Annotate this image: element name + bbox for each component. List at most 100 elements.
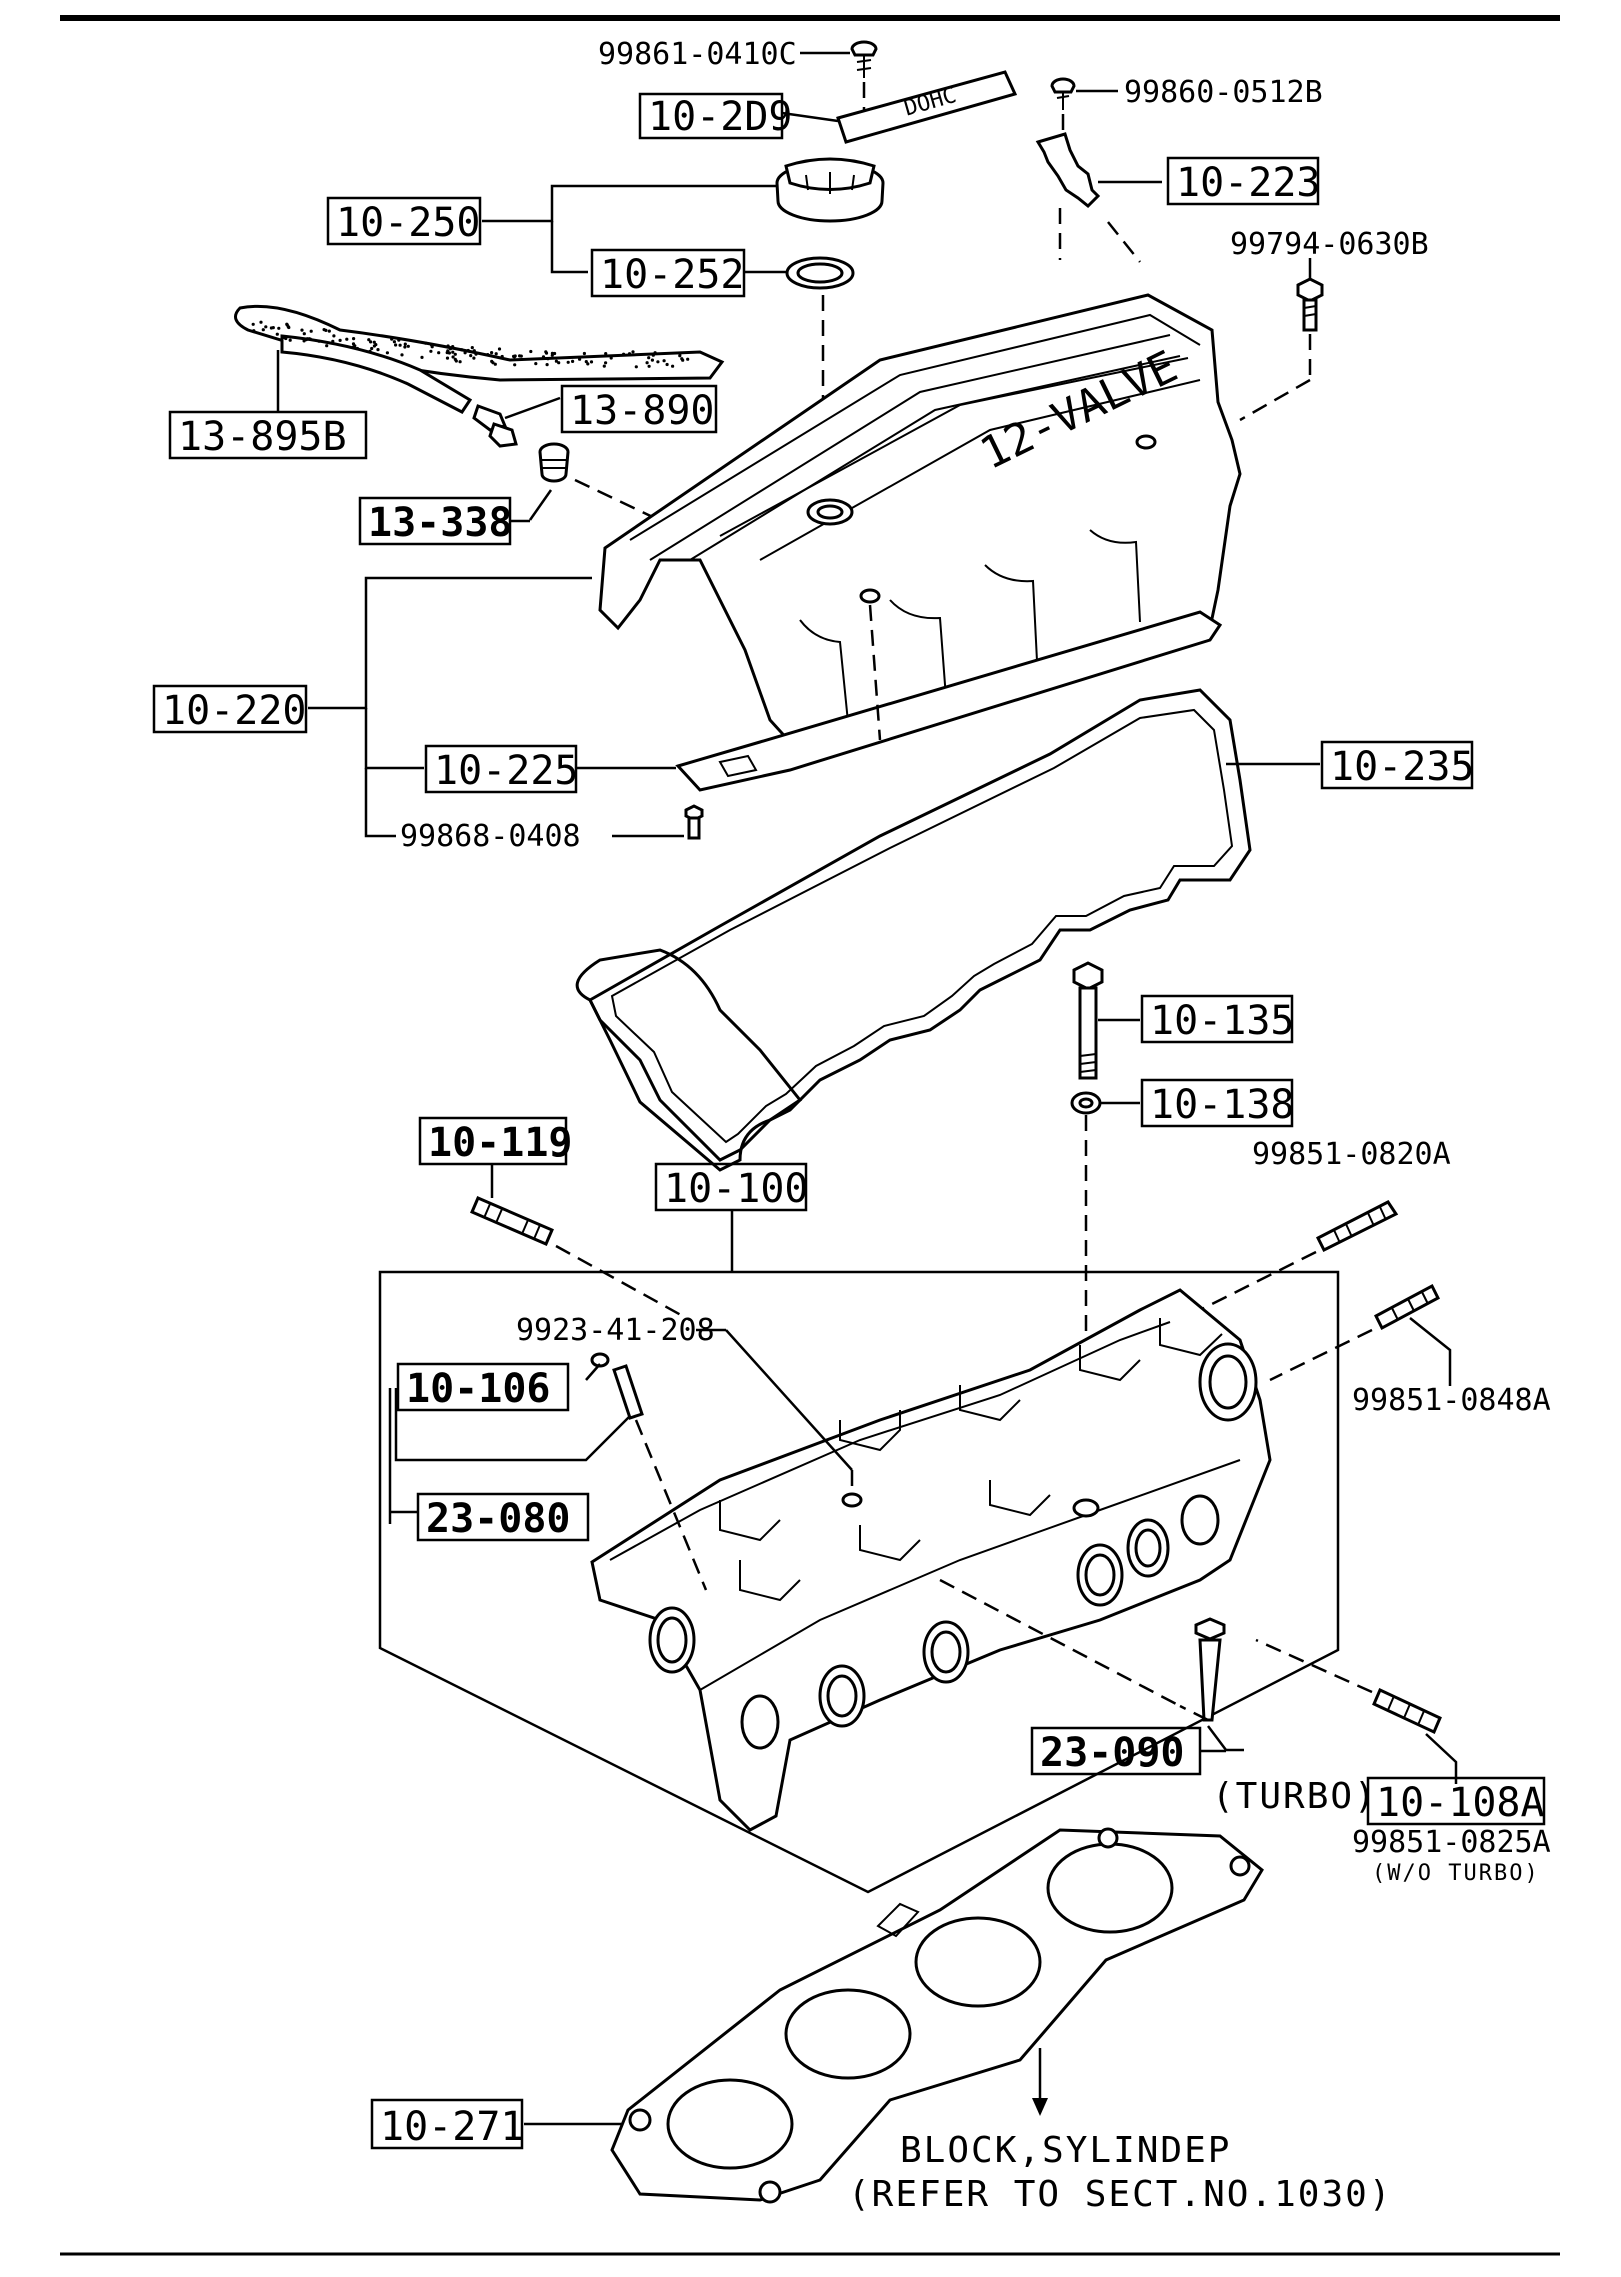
hose-speck (283, 336, 287, 340)
callout-10-119: 10-119 (418, 1116, 573, 1166)
plug-tube-part (1194, 1617, 1226, 1722)
hose-speck (406, 344, 410, 348)
hose-speck (300, 328, 304, 332)
hose-speck (351, 342, 356, 346)
label-wo-turbo: (W/O TURBO) (1372, 1861, 1540, 1886)
hose-speck (277, 326, 281, 330)
hose-speck (656, 360, 660, 364)
hose-speck (490, 351, 494, 355)
cylinder-head-part (590, 1288, 1272, 1832)
stud-99851-0820-part (1315, 1200, 1399, 1253)
hose-speck (472, 356, 476, 360)
callout-10-223: 10-223 (1166, 156, 1321, 206)
hose-speck (686, 357, 690, 361)
label-23-080: 23-080 (426, 1496, 571, 1542)
callout-13-895b: 13-895B (168, 410, 368, 460)
stud-99851-0848-part (1374, 1283, 1440, 1331)
label-10-271: 10-271 (380, 2104, 525, 2150)
hose-speck (458, 360, 462, 364)
hose-speck (671, 364, 675, 368)
label-10-225: 10-225 (434, 748, 579, 794)
label-99861-0410c: 99861-0410C (598, 37, 797, 72)
grommet-part (538, 442, 570, 483)
breather-hose-branch (280, 334, 473, 414)
hose-speck (355, 346, 359, 351)
label-99851-0820a: 99851-0820A (1252, 1137, 1451, 1172)
hose-speck (446, 349, 450, 353)
hose-speck (650, 358, 655, 362)
hose-speck (454, 359, 458, 363)
hose-speck (550, 353, 554, 357)
hose-speck (469, 354, 473, 358)
label-10-220: 10-220 (162, 688, 307, 734)
hose-speck (403, 345, 407, 349)
hose-speck (275, 332, 279, 336)
hose-speck (541, 355, 546, 359)
hose-speck (609, 356, 613, 360)
valve-cover-gasket-outline (588, 688, 1252, 1162)
hose-speck (437, 351, 441, 355)
callout-10-235: 10-235 (1320, 740, 1475, 790)
label-10-106: 10-106 (406, 1366, 551, 1412)
hose-speck (451, 350, 455, 354)
hose-speck (622, 352, 626, 356)
callout-10-2d9: 10-2D9 (638, 92, 793, 140)
hose-speck (544, 351, 549, 355)
oil-filler-cap-part (775, 157, 885, 223)
stud-99868-part (684, 804, 704, 840)
callout-10-252: 10-252 (590, 248, 746, 298)
hose-speck (494, 352, 498, 356)
breather-hose-part (234, 304, 725, 382)
hose-speck (390, 337, 394, 341)
valve-cover-part: 12-VALVE (598, 293, 1242, 792)
hose-speck (653, 351, 657, 355)
hose-speck (463, 351, 467, 355)
hose-speck (518, 354, 522, 358)
label-10-223: 10-223 (1176, 160, 1321, 206)
screw-99860-part (1050, 77, 1076, 110)
hose-speck (662, 359, 666, 363)
hose-speck (451, 345, 455, 349)
stud-99851-0825-part (1372, 1687, 1442, 1735)
callout-10-138: 10-138 (1140, 1078, 1295, 1128)
hose-speck (553, 351, 557, 356)
callout-10-106: 10-106 (396, 1362, 570, 1412)
hose-speck (430, 345, 434, 349)
hose-speck (557, 361, 561, 365)
label-99851-0848a: 99851-0848A (1352, 1383, 1551, 1418)
label-10-119: 10-119 (428, 1120, 573, 1166)
label-13-890: 13-890 (570, 388, 715, 434)
hose-speck (372, 344, 376, 348)
hose-speck (513, 363, 517, 367)
callout-10-100: 10-100 (654, 1162, 809, 1212)
hose-speck (448, 347, 453, 351)
hose-speck (681, 358, 685, 362)
label-10-252: 10-252 (600, 252, 745, 298)
hose-speck (647, 364, 651, 368)
hose-joint-part (472, 404, 518, 448)
hose-speck (571, 359, 575, 363)
hose-speck (589, 360, 594, 364)
label-10-2d9: 10-2D9 (648, 94, 793, 140)
hose-speck (546, 357, 550, 361)
hose-speck (651, 353, 655, 357)
valve-cover-gasket-inner (610, 708, 1234, 1144)
screw-99861-part (850, 40, 878, 78)
hose-speck (429, 349, 433, 353)
callout-10-250: 10-250 (326, 196, 482, 246)
hose-speck (566, 360, 570, 364)
hose-speck (665, 362, 669, 367)
label-10-108a: 10-108A (1376, 1780, 1545, 1826)
hose-speck (307, 337, 311, 341)
hose-speck (634, 365, 638, 369)
hose-speck (287, 325, 291, 330)
hose-speck (529, 349, 533, 354)
hose-speck (472, 349, 476, 353)
hose-texture (251, 320, 690, 369)
hose-speck (545, 363, 549, 367)
emblem-plate-part: DOHC (836, 70, 1018, 144)
hose-speck (338, 338, 342, 342)
hose-speck (493, 362, 497, 366)
label-block-line2: (REFER TO SECT.NO.1030) (848, 2174, 1393, 2215)
